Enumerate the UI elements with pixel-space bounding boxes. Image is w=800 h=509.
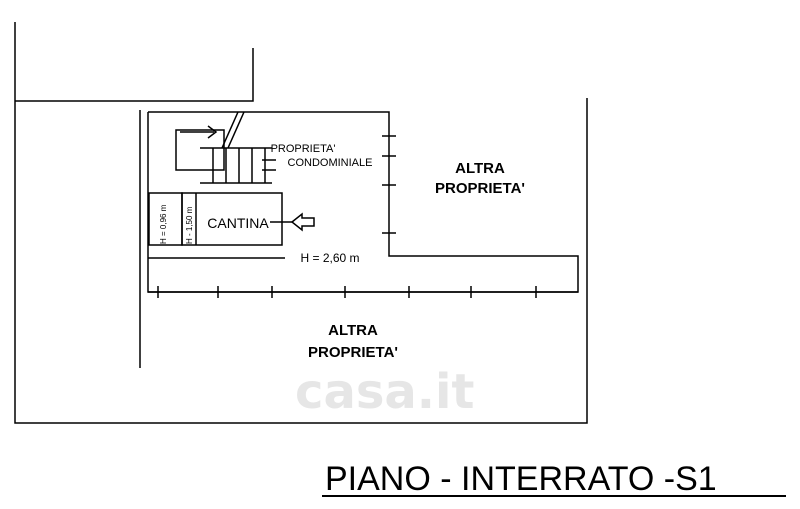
label-other-property-right-line2: PROPRIETA' bbox=[435, 180, 525, 197]
wall-lines bbox=[14, 22, 588, 424]
watermark: casa.it bbox=[295, 364, 474, 420]
label-common-property-line1: PROPRIETA' bbox=[271, 143, 336, 155]
label-other-property-bottom-line1: ALTRA bbox=[328, 322, 378, 339]
label-other-property-right-line1: ALTRA bbox=[455, 160, 505, 177]
label-height-small: H = 0,96 m bbox=[159, 204, 168, 244]
label-other-property-bottom-line2: PROPRIETA' bbox=[308, 344, 398, 361]
label-height-cellar: H - 1,50 m bbox=[185, 206, 194, 244]
plan-title: PIANO - INTERRATO -S1 bbox=[325, 460, 717, 498]
label-height-main: H = 2,60 m bbox=[300, 251, 359, 265]
label-cellar: CANTINA bbox=[207, 215, 269, 231]
label-common-property-line2: CONDOMINIALE bbox=[288, 157, 373, 169]
